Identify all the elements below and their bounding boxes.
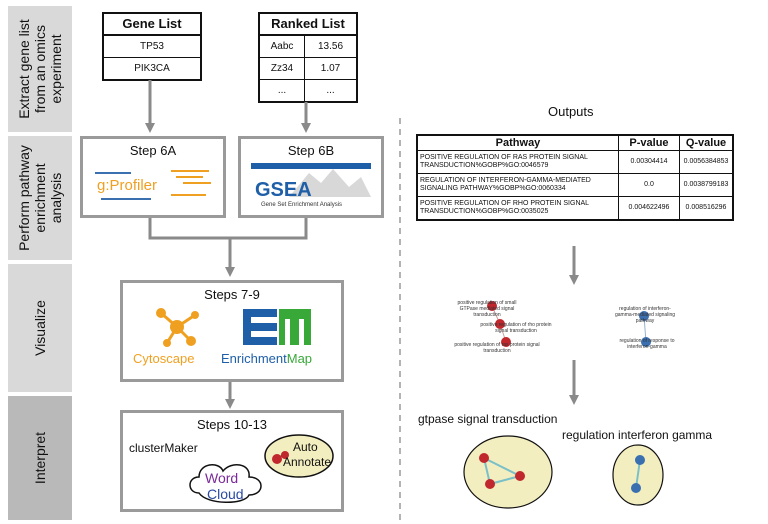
auto-text: Auto (293, 440, 318, 454)
qvalue-cell: 0.0056384853 (679, 150, 734, 174)
gtpase-cluster (463, 435, 553, 509)
cluster-node (485, 479, 495, 489)
side-label-enrichment: Perform pathway enrichment analysis (8, 136, 72, 260)
enrichment-network (487, 301, 651, 347)
network-label: positive regulation of small GTPase medi… (457, 300, 517, 318)
step-6b-label: Step 6B (287, 143, 335, 158)
pathway-cell: POSITIVE REGULATION OF RHO PROTEIN SIGNA… (416, 196, 619, 221)
pvalue-cell: 0.0 (618, 173, 680, 197)
ranked-gene: Aabc (260, 36, 305, 57)
col-pvalue: P-value (618, 134, 680, 151)
word-text: Word (205, 470, 238, 486)
cluster-node (635, 455, 645, 465)
table-row: POSITIVE REGULATION OF RHO PROTEIN SIGNA… (416, 196, 734, 221)
enrichmentmap-icon (243, 309, 311, 345)
network-label: regulation of response to interferon-gam… (619, 338, 675, 350)
cluster-label-interferon: regulation interferon gamma (562, 428, 713, 442)
ranked-list-row: Zz34 1.07 (260, 58, 356, 80)
pvalue-cell: 0.004622496 (618, 196, 680, 221)
map-word: Map (286, 351, 313, 366)
gene-list-row: PIK3CA (134, 63, 170, 74)
cytoscape-label: Cytoscape (133, 351, 195, 366)
gprofiler-logo: g:Profiler (95, 170, 211, 200)
steps-10-13-box: Steps 10-13 clusterMaker Word Cloud Auto… (120, 410, 344, 512)
pvalue-cell: 0.00304414 (618, 150, 680, 174)
outputs-table: Pathway P-value Q-value POSITIVE REGULAT… (416, 134, 734, 221)
ranked-score: 13.56 (317, 41, 344, 52)
col-qvalue: Q-value (679, 134, 734, 151)
side-label-interpret: Interpret (8, 396, 72, 520)
network-node (501, 337, 511, 347)
gsea-logo: GSEA Gene Set Enrichment Analysis (251, 163, 371, 208)
autoannotate-icon: Auto Annotate (264, 434, 334, 478)
ranked-score: 1.07 (320, 63, 341, 74)
gprofiler-logo-text: g:Profiler (97, 177, 157, 194)
ranked-list-row: Aabc 13.56 (260, 36, 356, 58)
gene-list-header: Gene List (104, 14, 200, 36)
clustermaker-label: clusterMaker (129, 441, 198, 455)
step-6a-label: Step 6A (129, 143, 177, 158)
ranked-gene: ... (260, 80, 305, 101)
cluster-label-gtpase: gtpase signal transduction (418, 412, 558, 426)
network-node (641, 337, 651, 347)
ranked-score: ... (326, 85, 335, 96)
qvalue-cell: 0.008516296 (679, 196, 734, 221)
network-node (495, 319, 505, 329)
side-label-visualize: Visualize (8, 264, 72, 392)
enrichment-word: Enrichment (221, 351, 287, 366)
enrichmentmap-label: EnrichmentMap (221, 351, 312, 366)
ranked-list-table: Ranked List Aabc 13.56 Zz34 1.07 ... ... (258, 12, 358, 103)
wordcloud-icon: Word Cloud (189, 464, 262, 503)
cluster-node (515, 471, 525, 481)
cytoscape-icon (156, 308, 199, 347)
steps-10-13-label: Steps 10-13 (196, 417, 268, 432)
outputs-header-row: Pathway P-value Q-value (416, 134, 734, 151)
network-node (639, 311, 649, 321)
table-row: REGULATION OF INTERFERON-GAMMA-MEDIATED … (416, 173, 734, 197)
annotate-text: Annotate (283, 455, 331, 469)
network-node (487, 301, 497, 311)
cluster-node (631, 483, 641, 493)
pathway-cell: POSITIVE REGULATION OF RAS PROTEIN SIGNA… (416, 150, 619, 174)
ranked-gene: Zz34 (260, 58, 305, 79)
gene-list-table: Gene List TP53 PIK3CA (102, 12, 202, 81)
network-label: positive regulation of ras protein signa… (454, 342, 540, 354)
gsea-caption: Gene Set Enrichment Analysis (261, 202, 342, 208)
network-label: positive regulation of rho protein signa… (480, 322, 552, 334)
outputs-title: Outputs (548, 104, 594, 119)
qvalue-cell: 0.0038799183 (679, 173, 734, 197)
pathway-cell: REGULATION OF INTERFERON-GAMMA-MEDIATED … (416, 173, 619, 197)
ranked-list-row: ... ... (260, 80, 356, 101)
table-row: POSITIVE REGULATION OF RAS PROTEIN SIGNA… (416, 150, 734, 174)
gene-list-row: TP53 (104, 36, 200, 58)
cloud-text: Cloud (207, 486, 244, 502)
steps-7-9-box: Steps 7-9 Cytoscape EnrichmentMap (120, 280, 344, 382)
gsea-logo-text: GSEA (255, 179, 312, 201)
steps-7-9-label: Steps 7-9 (204, 287, 260, 302)
step-6a-box: Step 6A g:Profiler (80, 136, 226, 218)
interferon-cluster (612, 444, 664, 506)
network-label: regulation of interferon-gamma-mediated … (614, 306, 676, 324)
cluster-node (479, 453, 489, 463)
col-pathway: Pathway (416, 134, 619, 151)
step-6b-box: Step 6B GSEA Gene Set Enrichment Analysi… (238, 136, 384, 218)
ranked-list-header: Ranked List (260, 14, 356, 36)
merge-connector (148, 218, 308, 240)
side-label-extract: Extract gene list from an omics experime… (8, 6, 72, 132)
